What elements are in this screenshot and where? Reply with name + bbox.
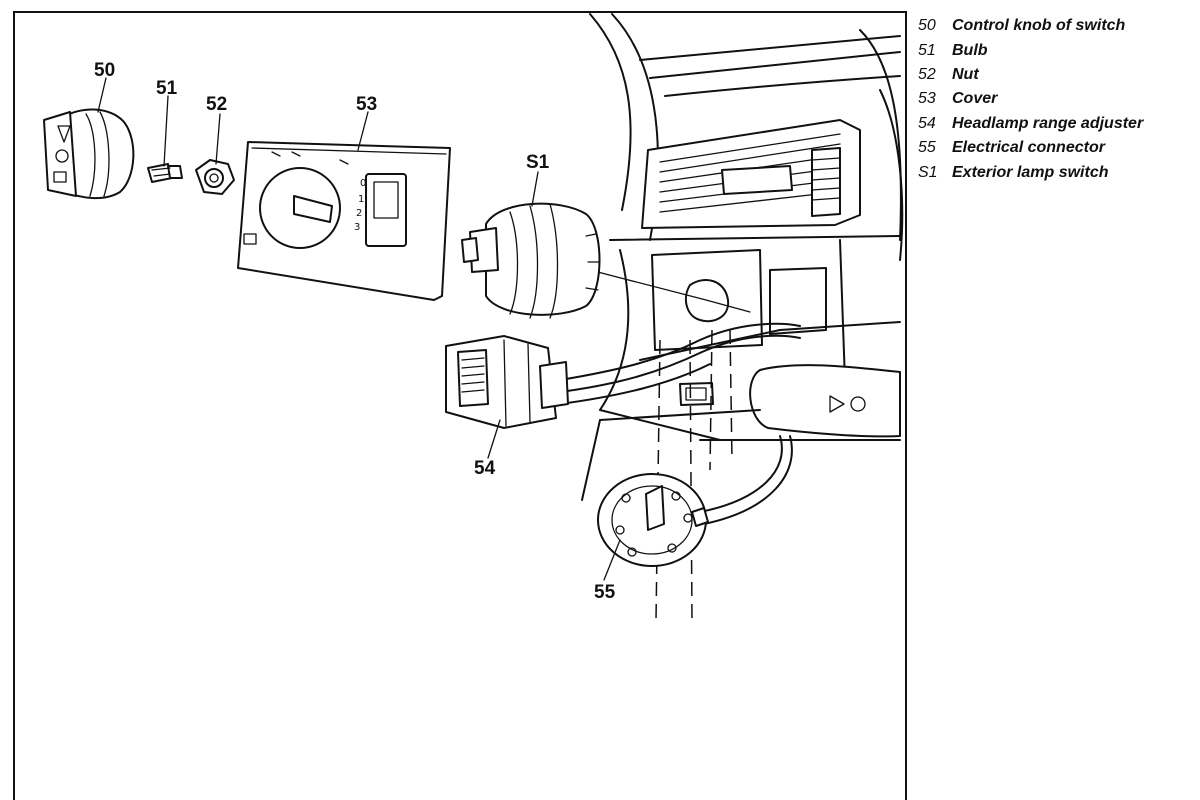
cover-53: 0 1 2 3 — [237, 141, 451, 301]
callout-54: 54 — [474, 458, 496, 479]
legend-number: 55 — [918, 139, 936, 157]
legend-item: S1 Exterior lamp switch — [918, 160, 1196, 184]
legend-description: Nut — [952, 65, 979, 83]
legend-item: 52 Nut — [918, 63, 1196, 87]
cover-mark-0: 0 — [360, 178, 366, 189]
control-knob-50 — [43, 108, 135, 199]
legend-item: 50 Control knob of switch — [918, 14, 1196, 38]
electrical-connector-55 — [597, 473, 709, 567]
legend-description: Electrical connector — [952, 139, 1105, 157]
callout-51: 51 — [156, 78, 178, 99]
cover-mark-1: 1 — [358, 194, 364, 205]
callout-52: 52 — [206, 94, 227, 115]
cover-mark-2: 2 — [356, 208, 362, 219]
legend-description: Exterior lamp switch — [952, 163, 1109, 181]
cover-mark-3: 3 — [354, 222, 360, 233]
legend-item: 53 Cover — [918, 87, 1196, 111]
exterior-lamp-switch-S1 — [461, 202, 601, 319]
legend-description: Cover — [952, 90, 998, 108]
legend-number: S1 — [918, 163, 938, 181]
leader-lines — [97, 77, 621, 581]
bulb-51 — [147, 163, 183, 183]
headlamp-range-adjuster-54 — [445, 335, 569, 429]
legend-item: 51 Bulb — [918, 38, 1196, 62]
legend-description: Control knob of switch — [952, 17, 1126, 35]
legend-number: 52 — [918, 65, 936, 83]
diagram-border — [13, 11, 907, 800]
callout-53: 53 — [356, 94, 377, 115]
callout-S1: S1 — [526, 152, 550, 173]
callout-50: 50 — [94, 60, 115, 81]
callout-55: 55 — [594, 582, 616, 603]
legend-description: Headlamp range adjuster — [952, 114, 1144, 132]
legend-item: 54 Headlamp range adjuster — [918, 112, 1196, 136]
legend-number: 51 — [918, 41, 936, 59]
wiring-harness — [559, 269, 801, 525]
dashboard-illustration — [581, 13, 904, 621]
parts-legend: 50 Control knob of switch 51 Bulb 52 Nut 53 Cov… — [918, 14, 1196, 185]
nut-52 — [195, 159, 235, 195]
legend-number: 50 — [918, 17, 936, 35]
legend-description: Bulb — [952, 41, 988, 59]
legend-number: 54 — [918, 114, 936, 132]
legend-number: 53 — [918, 90, 936, 108]
legend-item: 55 Electrical connector — [918, 136, 1196, 160]
